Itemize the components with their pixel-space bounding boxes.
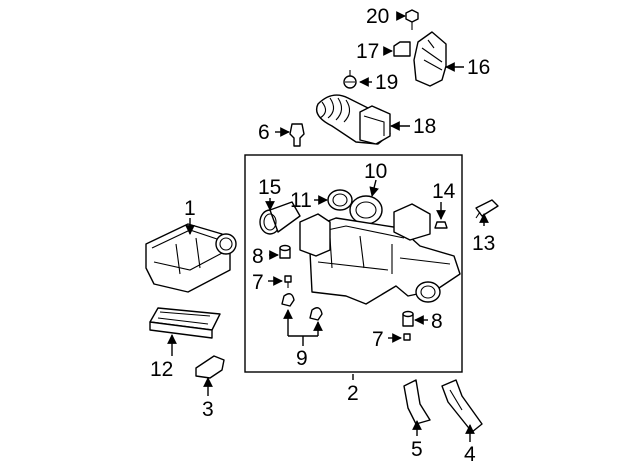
part-2-air-cleaner-housing[interactable] (299, 203, 461, 305)
part-14-grommet[interactable] (434, 221, 448, 229)
callout-17: 17 (356, 40, 379, 63)
part-20-bolt[interactable] (405, 9, 419, 30)
callout-11: 11 (290, 189, 312, 212)
part-11-clamp-ring[interactable] (327, 189, 353, 211)
part-10-hose[interactable] (349, 195, 383, 225)
callout-8-upper: 8 (252, 245, 264, 268)
callout-1: 1 (184, 197, 196, 220)
callout-16: 16 (467, 56, 490, 79)
part-3-bracket[interactable] (195, 355, 225, 379)
callout-15: 15 (258, 176, 281, 199)
part-19-clamp[interactable] (343, 70, 357, 89)
part-13-mounting-bolt[interactable] (475, 199, 499, 219)
callout-18: 18 (413, 115, 436, 138)
part-17-clip[interactable] (393, 41, 411, 57)
part-18-intake-duct[interactable] (315, 94, 391, 145)
callout-10: 10 (364, 160, 387, 183)
part-8-bushing-upper[interactable] (279, 244, 291, 259)
part-7-bolt-lower[interactable] (403, 333, 411, 341)
callout-6: 6 (258, 121, 270, 144)
part-4-duct[interactable] (441, 379, 483, 433)
callout-3: 3 (202, 398, 214, 421)
part-8-bushing-lower[interactable] (402, 310, 414, 327)
callout-8-lower: 8 (431, 310, 443, 333)
part-12-air-filter[interactable] (149, 307, 221, 339)
part-7-bolt-upper[interactable] (284, 275, 292, 288)
callout-19: 19 (375, 71, 398, 94)
callout-9: 9 (296, 347, 308, 370)
callout-7-lower: 7 (372, 328, 384, 351)
callout-4: 4 (464, 443, 476, 466)
callout-20: 20 (366, 5, 389, 28)
part-6-push-clip[interactable] (289, 123, 305, 147)
callout-13: 13 (472, 232, 495, 255)
assembly-frame (244, 154, 463, 373)
part-9-clip-left[interactable] (281, 293, 295, 307)
callout-2: 2 (347, 382, 359, 405)
callout-5: 5 (411, 438, 423, 461)
part-5-guide[interactable] (403, 379, 431, 425)
part-9-clip-right[interactable] (309, 307, 323, 321)
callout-14: 14 (432, 180, 456, 203)
callout-12: 12 (150, 358, 173, 381)
part-1-air-cleaner-cover[interactable] (145, 223, 237, 293)
callout-7-upper: 7 (252, 271, 264, 294)
part-16-bracket[interactable] (413, 31, 447, 87)
